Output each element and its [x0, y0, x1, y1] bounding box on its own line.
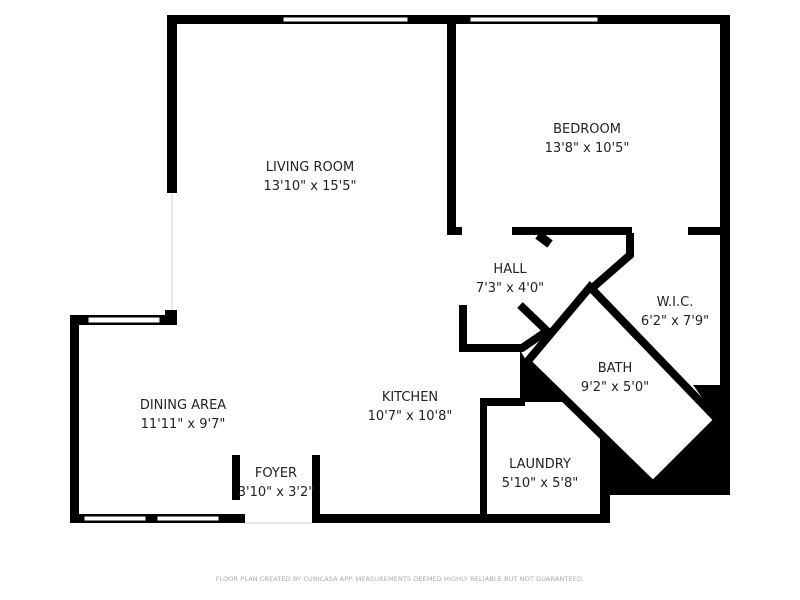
room-size: 13'10" x 15'5": [263, 179, 357, 194]
wall-foyer-right: [312, 455, 320, 523]
wall-laundry-left: [480, 398, 487, 523]
room-size: 11'11" x 9'7": [140, 417, 226, 432]
window-dining-top: [87, 316, 161, 324]
room-size: 3'10" x 3'2": [237, 485, 315, 500]
wall-dining-left: [70, 315, 79, 523]
wall-bottom-right: [312, 514, 610, 523]
wall-hall-door-jamb: [535, 231, 553, 248]
room-size: 9'2" x 5'0": [580, 380, 650, 395]
room-name: W.I.C.: [656, 295, 694, 310]
room-name: LAUNDRY: [509, 457, 571, 472]
room-name: HALL: [493, 262, 527, 277]
room-name: BEDROOM: [553, 122, 621, 137]
wall-bedroom-bottom-a: [447, 227, 462, 235]
room-name: LIVING ROOM: [265, 160, 355, 175]
wall-right: [720, 15, 730, 495]
wall-closet: [459, 302, 554, 352]
room-size: 13'8" x 10'5": [544, 141, 630, 156]
room-size: 10'7" x 10'8": [367, 409, 453, 424]
wall-wic-diagonal: [587, 233, 634, 294]
wall-foyer-left: [232, 455, 240, 500]
room-dining-area: DINING AREA 11'11" x 9'7": [140, 396, 226, 434]
room-name: DINING AREA: [139, 398, 227, 413]
room-name: BATH: [597, 361, 633, 376]
wall-living-left: [167, 15, 177, 193]
room-name: FOYER: [254, 466, 298, 481]
room-laundry: LAUNDRY 5'10" x 5'8": [502, 455, 578, 493]
room-size: 6'2" x 7'9": [640, 314, 710, 329]
room-size: 7'3" x 4'0": [475, 281, 545, 296]
window-dining-bottom-2: [156, 515, 220, 522]
room-living-room: LIVING ROOM 13'10" x 15'5": [264, 158, 357, 196]
wall-bath: [521, 281, 724, 491]
window-dining-bottom-1: [83, 515, 147, 522]
room-foyer: FOYER 3'10" x 3'2": [238, 464, 314, 502]
solid-area-bath-left: [520, 350, 565, 402]
room-bath: BATH 9'2" x 5'0": [581, 359, 649, 397]
solid-area-bath-right: [610, 385, 730, 495]
wall-laundry-right: [600, 430, 610, 523]
room-size: 5'10" x 5'8": [501, 476, 579, 491]
window-living: [282, 16, 409, 23]
wall-laundry-top: [480, 398, 525, 406]
room-bedroom: BEDROOM 13'8" x 10'5": [545, 120, 630, 158]
wall-bedroom-bottom-c: [688, 227, 730, 235]
disclaimer-footer: FLOOR PLAN CREATED BY CUBICASA APP. MEAS…: [215, 575, 585, 583]
wall-bedroom-left: [447, 15, 456, 235]
room-wic: W.I.C. 6'2" x 7'9": [641, 293, 709, 331]
room-name: KITCHEN: [381, 390, 439, 405]
window-bedroom: [469, 16, 599, 23]
wall-bedroom-bottom-b: [512, 227, 632, 235]
room-kitchen: KITCHEN 10'7" x 10'8": [368, 388, 453, 426]
room-hall: HALL 7'3" x 4'0": [476, 260, 544, 298]
